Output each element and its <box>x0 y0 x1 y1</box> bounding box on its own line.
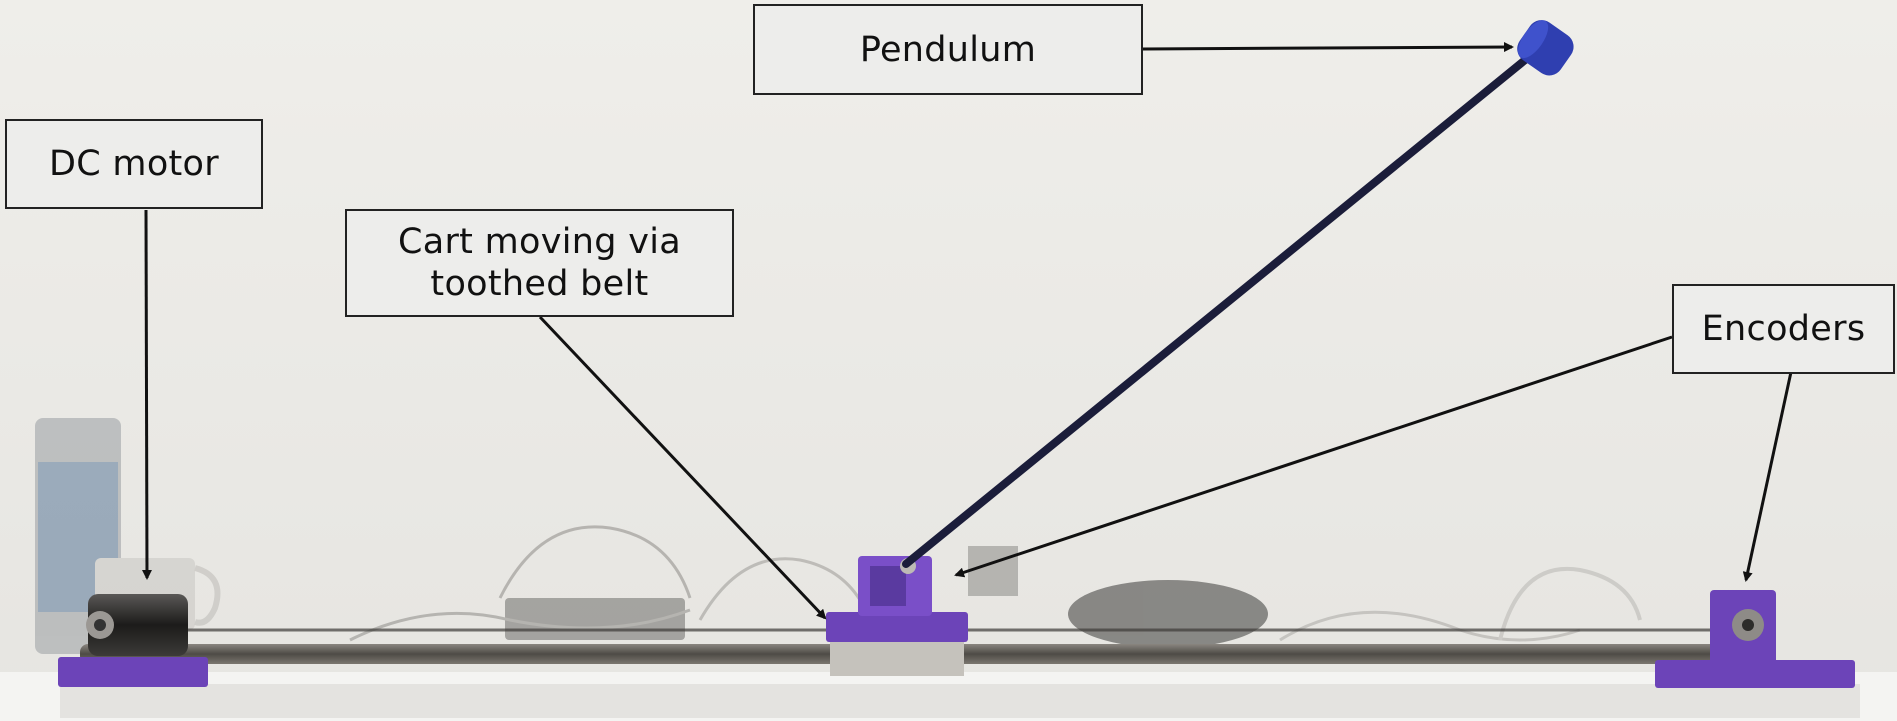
cart-carriage <box>830 640 964 676</box>
motor-body <box>88 594 188 656</box>
cable-5 <box>698 557 862 621</box>
right-foot <box>1655 660 1855 688</box>
left-foot <box>58 657 208 687</box>
pendulum-arrow <box>1142 42 1514 53</box>
pendulum-rod <box>902 52 1534 568</box>
encoders-label: Encoders <box>1672 284 1895 374</box>
dc-motor-label: DC motor <box>5 119 263 209</box>
pendulum-mass-face <box>1518 20 1549 59</box>
cart-plate <box>826 612 968 642</box>
cable-2 <box>349 608 691 642</box>
table-edge <box>60 684 1860 718</box>
cart-pivot-face <box>870 566 906 606</box>
encoder-arrow-cart <box>954 335 1673 578</box>
encoder-hub <box>1742 619 1754 631</box>
motor-shaft-center <box>94 619 106 631</box>
cart-label: Cart moving via toothed belt <box>345 209 734 317</box>
background-clutter <box>35 418 1642 654</box>
annotation-arrows <box>141 42 1793 620</box>
pendulum <box>902 20 1574 568</box>
pendulum-label: Pendulum <box>753 4 1143 95</box>
controller-box <box>968 546 1018 596</box>
encoders-label-text: Encoders <box>1701 309 1866 349</box>
cable-4 <box>1498 566 1642 641</box>
gamepad <box>1068 580 1268 648</box>
mug-handle <box>194 565 221 626</box>
right-encoder <box>1710 590 1776 664</box>
pendulum-label-text: Pendulum <box>859 29 1037 70</box>
cart-arrow <box>538 315 827 620</box>
dc-motor-arrow <box>141 209 152 580</box>
cart <box>826 556 968 676</box>
dc-motor <box>86 594 188 656</box>
dc-motor-label-text: DC motor <box>49 144 219 184</box>
encoder-arrow-right <box>1742 371 1793 582</box>
cart-label-line1: Cart moving via <box>398 222 681 262</box>
cart-label-line2: toothed belt <box>430 264 649 304</box>
cable-1 <box>498 525 692 599</box>
